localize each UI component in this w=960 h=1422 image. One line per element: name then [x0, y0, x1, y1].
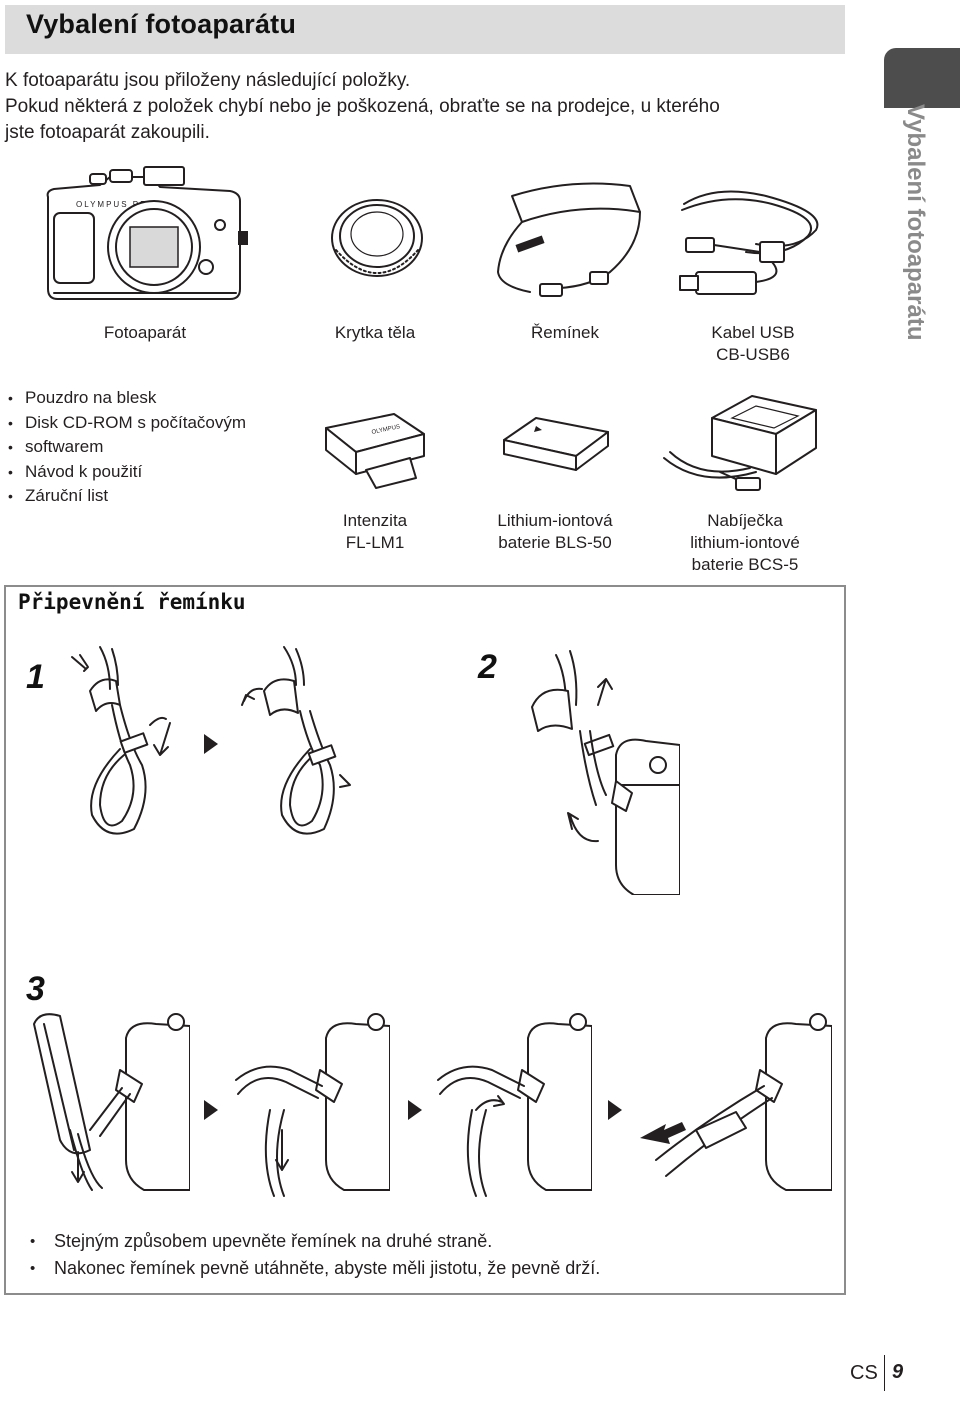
caption-line: Kabel USB: [711, 323, 795, 342]
battery-illustration: [503, 417, 609, 471]
caption-line: lithium-iontové: [690, 533, 800, 552]
arrow-right-icon: [608, 1100, 622, 1120]
caption-flash: Intenzita FL-LM1: [300, 510, 450, 554]
list-item: Nakonec řemínek pevně utáhněte, abyste m…: [30, 1255, 830, 1282]
intro-text: K fotoaparátu jsou přiloženy následující…: [5, 68, 845, 146]
step3-illustration-b: [235, 1013, 390, 1197]
step-number-3: 3: [26, 970, 45, 1008]
page-number: 9: [892, 1361, 904, 1383]
step2-camera-strap-illustration: [531, 650, 680, 895]
step3-illustration-a: [33, 1013, 190, 1191]
header-bar: [5, 5, 845, 54]
usb-cable-illustration: [679, 190, 819, 295]
list-item: Návod k použití: [5, 460, 295, 485]
caption-line: CB-USB6: [716, 345, 790, 364]
footer-language: CS: [850, 1362, 878, 1384]
caption-body-cap: Krytka těla: [334, 323, 416, 342]
side-tab-label: Vybalení fotoaparátu: [902, 104, 929, 341]
caption-line: Lithium-iontová: [497, 511, 613, 530]
list-item: Pouzdro na blesk: [5, 386, 295, 411]
list-item: Stejným způsobem upevněte řemínek na dru…: [30, 1228, 830, 1255]
step-number-1: 1: [26, 658, 45, 696]
strap-illustration: [497, 182, 641, 297]
arrow-right-icon: [204, 1100, 218, 1120]
caption-line: baterie BCS-5: [691, 555, 799, 574]
strap-attachment-box: [4, 585, 846, 1295]
step1-strap-illustration-a: [71, 646, 171, 835]
svg-text:OLYMPUS: OLYMPUS: [371, 424, 401, 436]
charger-illustration: [663, 395, 817, 491]
intro-line: jste fotoaparát zakoupili.: [5, 122, 210, 143]
page-title: Vybalení fotoaparátu: [26, 9, 297, 39]
arrow-right-icon: [408, 1100, 422, 1120]
caption-strap: Řemínek: [530, 323, 600, 342]
caption-usb-cable: Kabel USB CB-USB6: [678, 322, 828, 366]
list-item-text: softwarem: [25, 437, 104, 456]
step1-strap-illustration-b: [241, 646, 351, 835]
step3-illustration-c: [437, 1013, 592, 1197]
step-number-2: 2: [478, 648, 497, 686]
camera-illustration: OLYMPUS PEN: [46, 166, 248, 300]
footer-divider: [884, 1355, 885, 1391]
arrow-right-icon: [204, 734, 218, 754]
caption-line: Intenzita: [342, 511, 408, 530]
side-tab: Vybalení fotoaparátu: [885, 104, 945, 394]
body-cap-illustration: [331, 199, 423, 277]
strap-section-heading: Připevnění řemínku: [18, 590, 246, 614]
caption-line: baterie BLS-50: [498, 533, 612, 552]
list-item: Záruční list: [5, 484, 295, 509]
intro-line: Pokud některá z položek chybí nebo je po…: [5, 96, 720, 117]
svg-text:OLYMPUS PEN: OLYMPUS PEN: [76, 200, 155, 209]
caption-line: FL-LM1: [345, 533, 405, 552]
side-tab-marker: [884, 48, 960, 108]
strap-notes-list: Stejným způsobem upevněte řemínek na dru…: [30, 1228, 830, 1282]
other-items-list: Pouzdro na blesk Disk CD-ROM s počítačov…: [5, 386, 295, 509]
caption-line: Nabíječka: [707, 511, 783, 530]
caption-charger: Nabíječka lithium-iontové baterie BCS-5: [670, 510, 820, 576]
caption-battery: Lithium-iontová baterie BLS-50: [478, 510, 632, 554]
caption-camera: Fotoaparát: [103, 323, 187, 342]
flash-illustration: OLYMPUS: [325, 413, 425, 489]
list-item-continuation: softwarem: [5, 435, 295, 460]
intro-line: K fotoaparátu jsou přiloženy následující…: [5, 70, 411, 91]
step3-illustration-d: [640, 1013, 832, 1191]
list-item: Disk CD-ROM s počítačovým: [5, 411, 295, 436]
